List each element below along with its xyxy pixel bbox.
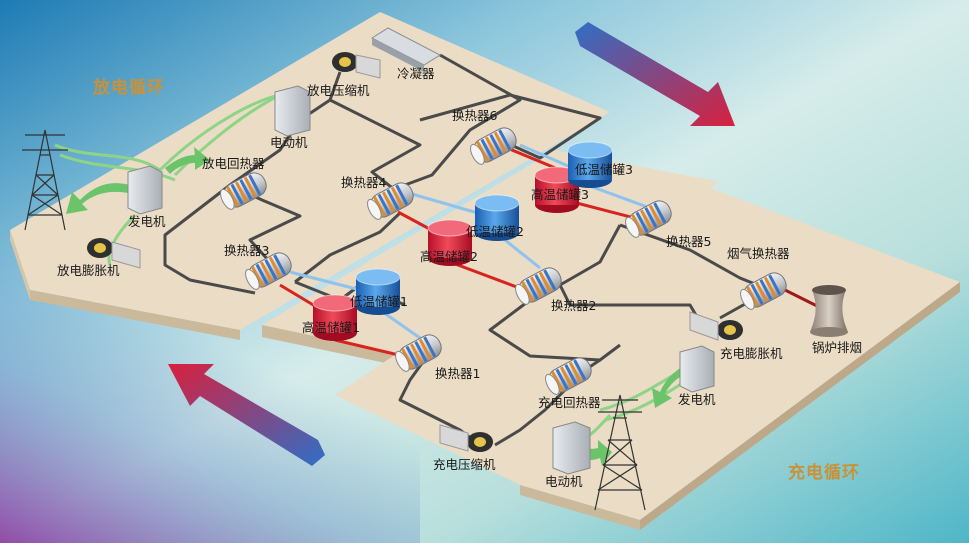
- hx-hx4-shape: [367, 182, 414, 220]
- machine-charge-compressor: [439, 424, 493, 452]
- energy-arrow-left: [66, 183, 130, 214]
- label-hx6: 换热器6: [452, 108, 498, 123]
- tower-left: [22, 129, 68, 231]
- label-hx1: 换热器1: [435, 366, 481, 381]
- charge-cycle-title: 充电循环: [788, 463, 860, 483]
- label-motor-bottom: 电动机: [545, 474, 583, 489]
- machine-discharge-expander: [87, 238, 141, 269]
- label-charge-compressor: 充电压缩机: [433, 457, 496, 472]
- box-motor-bottom: [552, 421, 591, 475]
- boiler-stack: [810, 285, 848, 337]
- label-charge-recuperator: 充电回热器: [538, 395, 601, 410]
- hx-discharge-recuperator-shape: [220, 172, 267, 210]
- flow-arrow-bottom-left: [168, 364, 325, 466]
- label-flue-hx: 烟气换热器: [727, 246, 790, 261]
- tower-right: [594, 394, 646, 511]
- tank-high-tank1-shape: [312, 294, 358, 341]
- label-generator-left: 发电机: [128, 214, 166, 229]
- label-low-tank2: 低温储罐2: [466, 224, 524, 239]
- label-hx5: 换热器5: [666, 234, 712, 249]
- label-generator-right: 发电机: [678, 392, 716, 407]
- label-high-tank2: 高温储罐2: [420, 249, 478, 264]
- tank-high-tank2-shape: [427, 219, 473, 266]
- label-motor-top: 电动机: [270, 135, 308, 150]
- energy-arrow-top: [165, 147, 210, 174]
- label-hx4: 换热器4: [341, 175, 387, 190]
- platform-charge: [335, 172, 960, 530]
- label-hx3: 换热器3: [224, 243, 270, 258]
- box-generator-right: [679, 345, 715, 393]
- hx-hx2-shape: [515, 267, 562, 305]
- box-motor-top: [274, 85, 311, 137]
- hx-flue-hx-shape: [740, 272, 787, 310]
- label-boiler-exhaust: 锅炉排烟: [812, 340, 863, 355]
- label-charge-expander: 充电膨胀机: [720, 346, 783, 361]
- flow-arrow-top-right: [575, 22, 735, 126]
- machine-discharge-compressor: [332, 52, 381, 79]
- heat-exchangers: [220, 127, 787, 395]
- label-condenser: 冷凝器: [397, 66, 435, 81]
- storage-tanks: [312, 141, 613, 341]
- condenser-unit: [370, 27, 442, 72]
- discharge-cycle-title: 放电循环: [93, 78, 165, 98]
- hx-hx1-shape: [395, 334, 442, 372]
- label-high-tank3: 高温储罐3: [531, 187, 589, 202]
- platform-discharge: [10, 12, 610, 340]
- label-high-tank1: 高温储罐1: [302, 320, 360, 335]
- hx-hx6-shape: [470, 127, 517, 165]
- hx-charge-recuperator-shape: [545, 357, 592, 395]
- box-generator-left: [127, 165, 163, 215]
- tank-low-tank1-shape: [355, 268, 401, 315]
- hx-hx3-shape: [245, 252, 292, 290]
- label-discharge-expander: 放电膨胀机: [57, 263, 120, 278]
- label-low-tank3: 低温储罐3: [575, 162, 633, 177]
- hx-hx5-shape: [625, 200, 672, 238]
- label-discharge-compressor: 放电压缩机: [307, 83, 370, 98]
- label-hx2: 换热器2: [551, 298, 597, 313]
- tank-low-tank2-shape: [474, 194, 520, 241]
- label-low-tank1: 低温储罐1: [350, 294, 408, 309]
- machine-charge-expander: [689, 311, 743, 341]
- tank-low-tank3-shape: [567, 141, 613, 188]
- label-discharge-recuperator: 放电回热器: [202, 156, 265, 171]
